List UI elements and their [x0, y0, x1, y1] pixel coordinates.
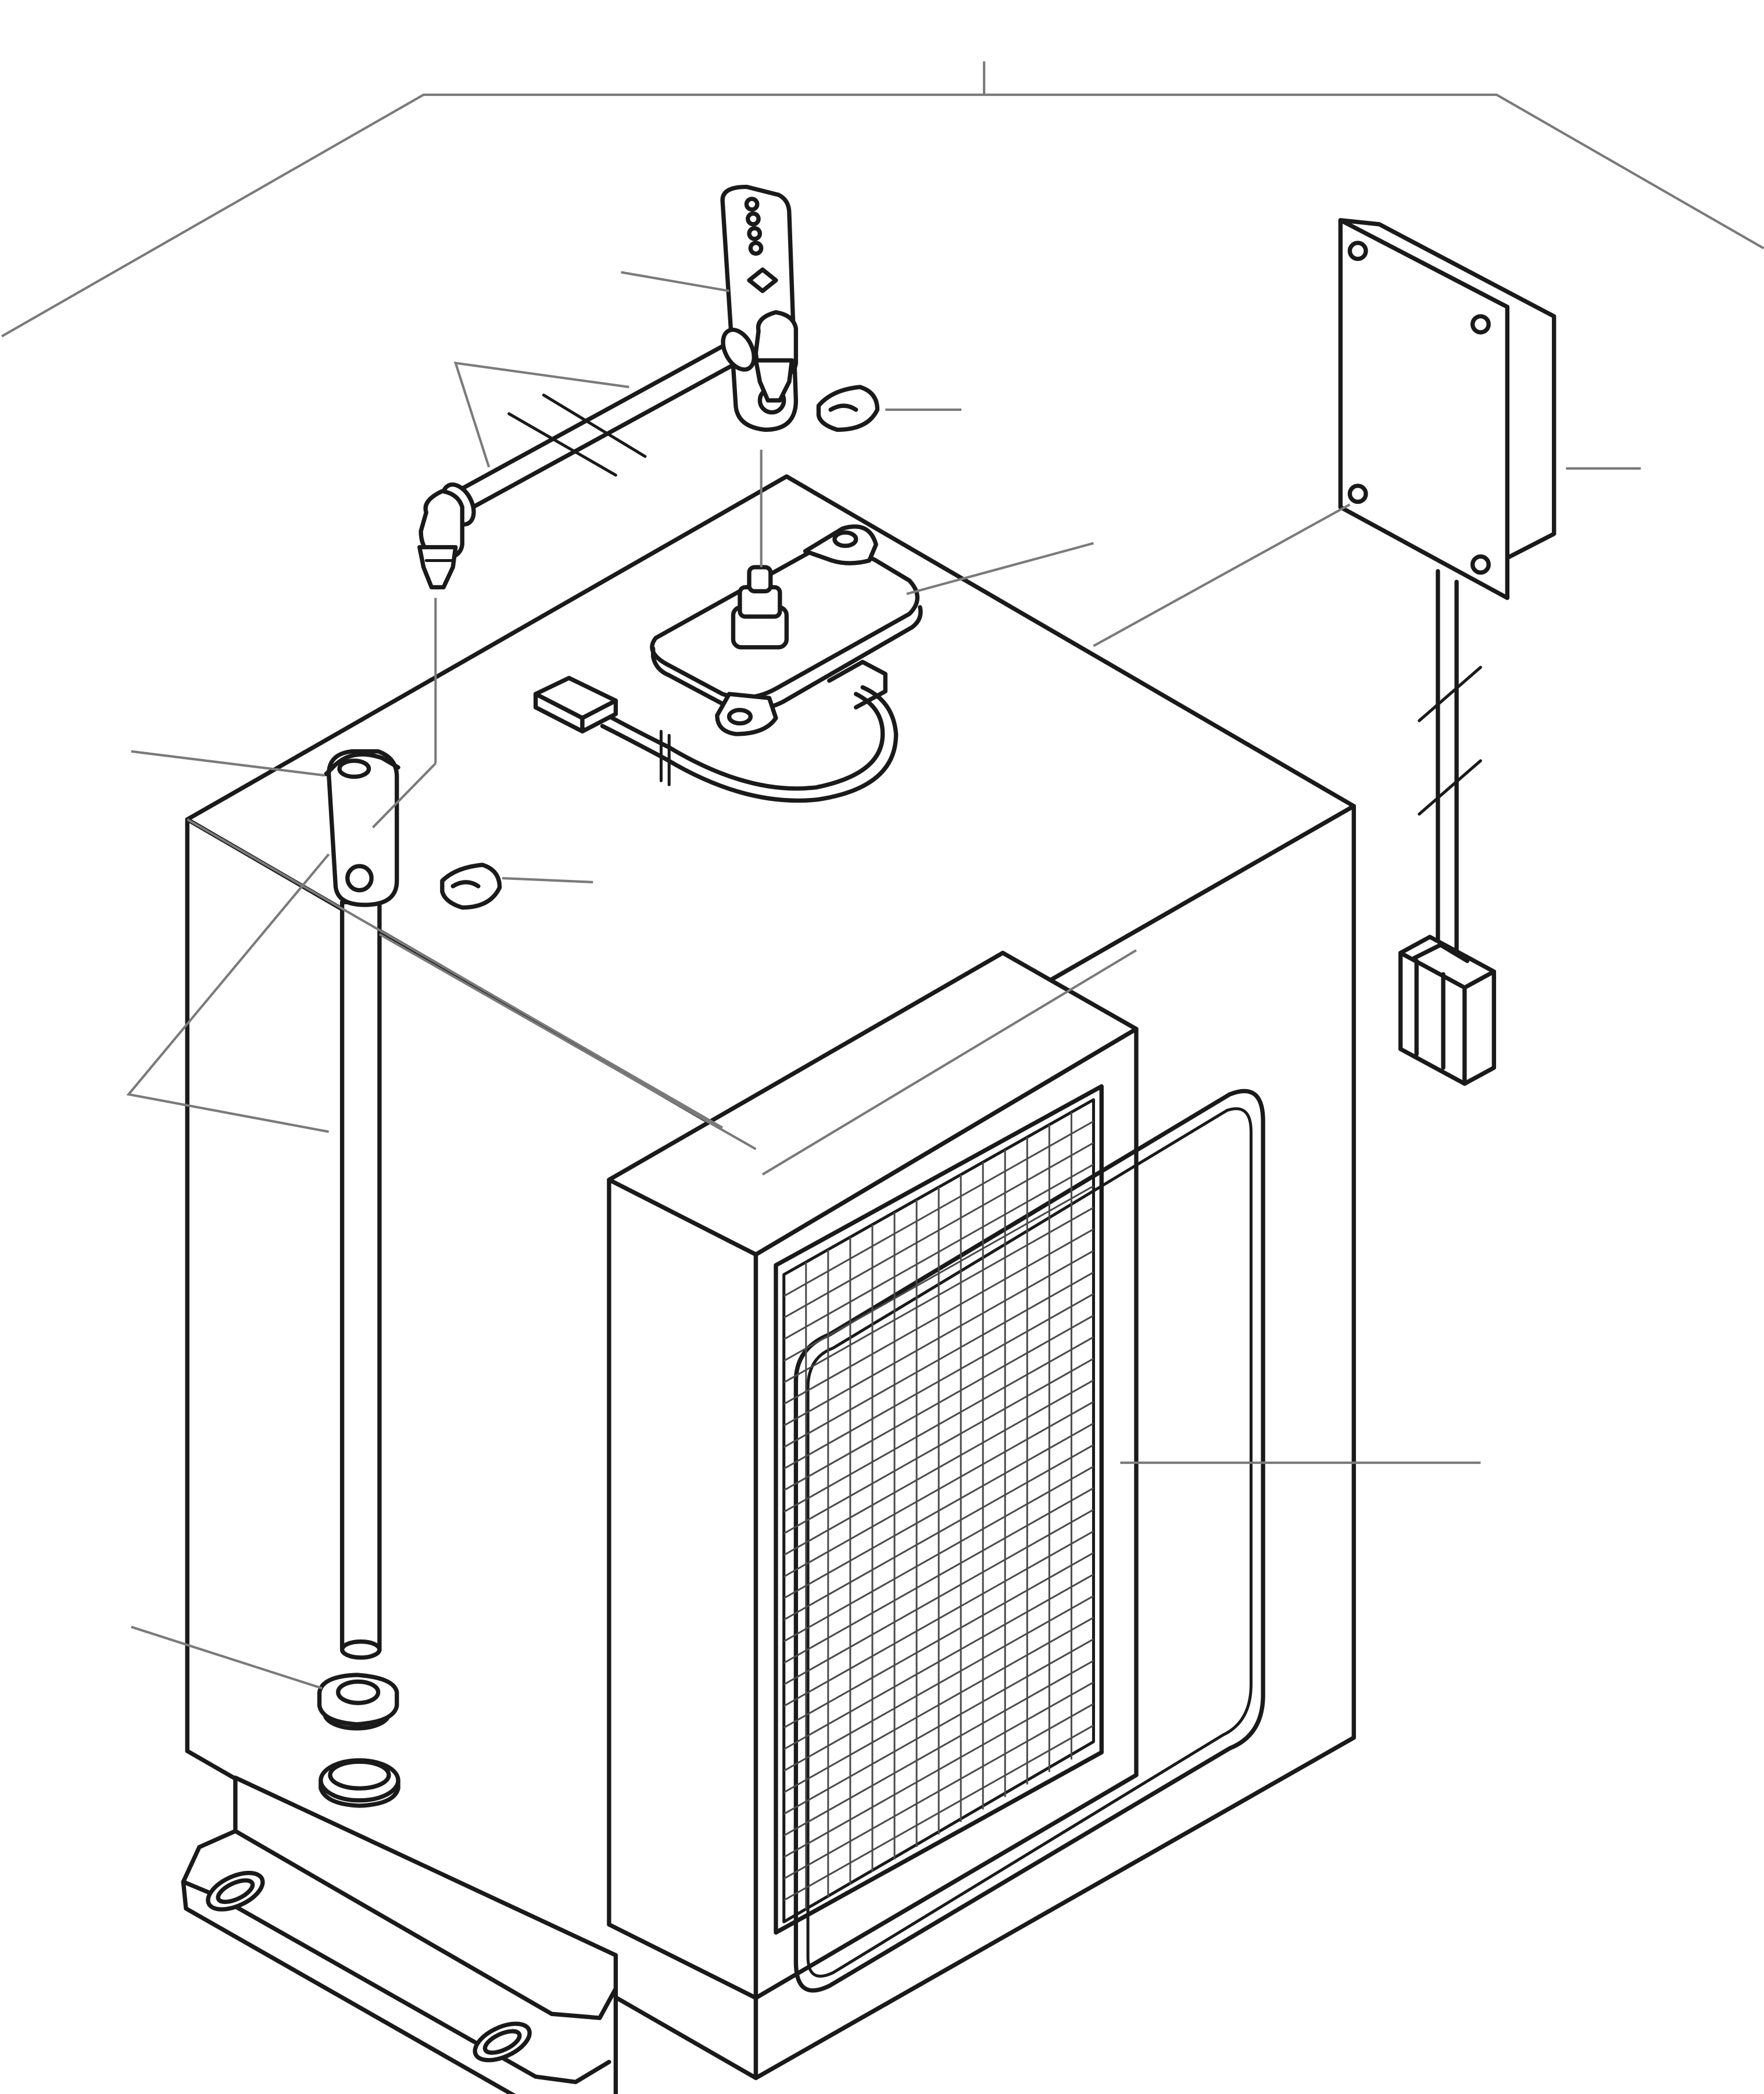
left-pipe-clamp [324, 749, 400, 907]
mesh-line-horizontal [783, 1401, 1094, 1578]
mesh-line-horizontal [783, 1638, 1094, 1815]
seal-ring [319, 1758, 400, 1808]
sight-glass-mesh [783, 1112, 1094, 1910]
mesh-line-horizontal [783, 1724, 1094, 1901]
mesh-line-horizontal [783, 1703, 1094, 1880]
mesh-line-horizontal [783, 1293, 1094, 1470]
mesh-line-horizontal [783, 1379, 1094, 1556]
elbow-fitting-right [753, 310, 799, 403]
control-box-cable [1418, 569, 1482, 964]
mesh-line-horizontal [783, 1185, 1094, 1362]
mesh-line-horizontal [783, 1595, 1094, 1772]
retaining-clip-upper [816, 385, 880, 432]
clamp-hole [345, 864, 374, 893]
mesh-line-horizontal [783, 1509, 1094, 1685]
retaining-clip-lower [440, 862, 502, 910]
mesh-line-horizontal [783, 1142, 1094, 1319]
mesh-line-horizontal [783, 1681, 1094, 1858]
mesh-line-horizontal [783, 1573, 1094, 1751]
connector-housing [1398, 935, 1497, 1086]
mesh-line-horizontal [783, 1271, 1094, 1448]
mounting-foot [181, 1776, 618, 2094]
mesh-line-horizontal [783, 1530, 1094, 1707]
mesh-line-horizontal [783, 1660, 1094, 1837]
grommet [317, 1673, 399, 1731]
mesh-line-horizontal [783, 1487, 1094, 1664]
mesh-line-horizontal [783, 1466, 1094, 1642]
mesh-line-horizontal [783, 1164, 1094, 1340]
mesh-line-horizontal [783, 1444, 1094, 1621]
mesh-line-horizontal [783, 1250, 1094, 1427]
control-box [1338, 218, 1557, 600]
vertical-pipe [339, 900, 382, 1660]
mesh-line-horizontal [783, 1358, 1094, 1534]
mesh-line-horizontal [783, 1207, 1094, 1383]
mesh-line-horizontal [783, 1121, 1094, 1297]
assembly-bracket-lines [1, 61, 1764, 338]
vertical-pipe-body [339, 900, 382, 1652]
mesh-line-horizontal [783, 1315, 1094, 1491]
mesh-line-horizontal [783, 1336, 1094, 1513]
leader-lines [126, 271, 1641, 1689]
mesh-line-horizontal [783, 1228, 1094, 1405]
mesh-line-horizontal [783, 1552, 1094, 1728]
elbow-fitting-left [417, 489, 464, 590]
sensor-cable [533, 675, 899, 803]
mesh-line-horizontal [783, 1422, 1094, 1599]
mesh-line-horizontal [783, 1616, 1094, 1794]
horizontal-pipe [441, 327, 756, 527]
